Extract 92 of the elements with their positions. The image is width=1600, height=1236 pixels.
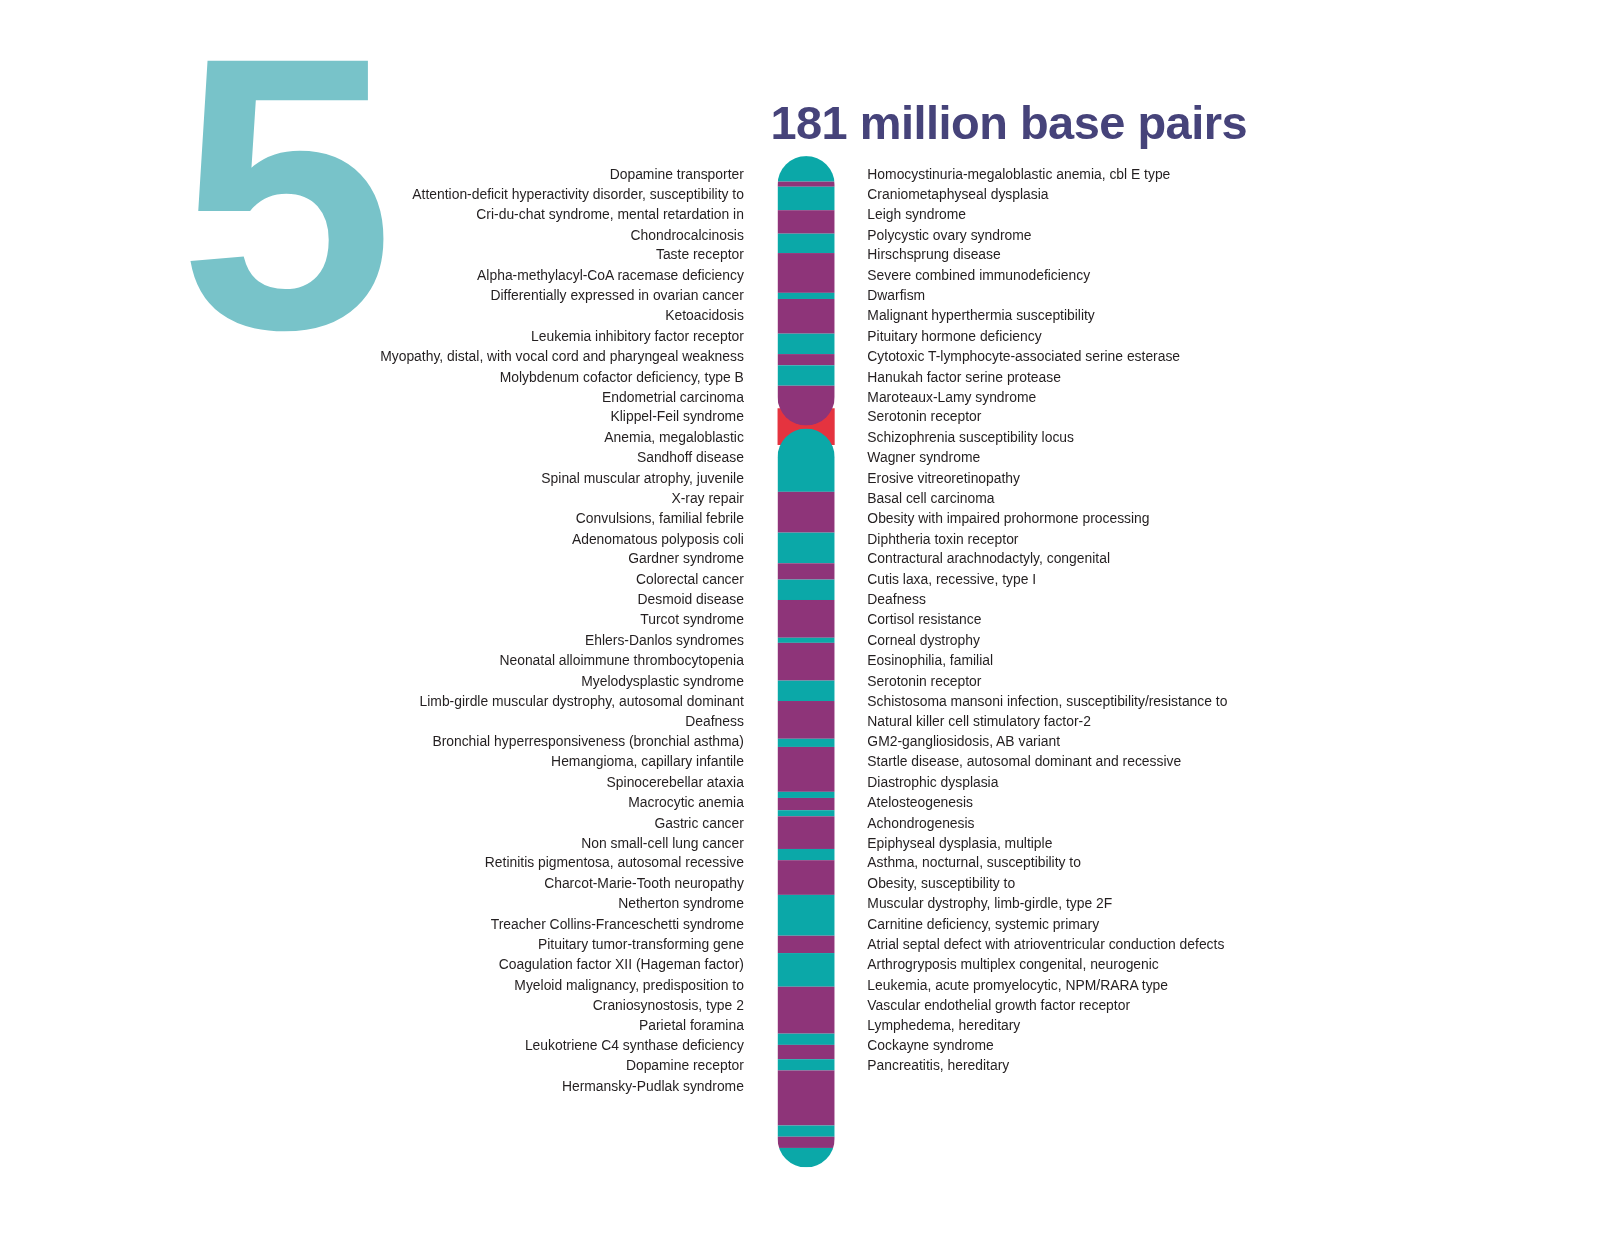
disease-label: Neonatal alloimmune thrombocytopenia (499, 651, 744, 671)
disease-label: Homocystinuria-megaloblastic anemia, cbl E type (867, 165, 1171, 184)
disease-label: Taste receptor (655, 246, 744, 265)
disease-label: Deafness (685, 712, 744, 731)
disease-label: Obesity, susceptibility to (867, 874, 1016, 894)
disease-label: Vascular endothelial growth factor receptor (867, 996, 1130, 1015)
disease-label: Ketoacidosis (665, 307, 744, 326)
disease-label: Leukotriene C4 synthase deficiency (524, 1037, 744, 1056)
disease-label: Startle disease, autosomal dominant and recessive (867, 753, 1182, 772)
disease-label: Hanukah factor serine protease (867, 368, 1061, 387)
disease-label: Anemia, megaloblastic (604, 428, 744, 448)
disease-label: Adenomatous polyposis coli (571, 530, 744, 549)
disease-label: Cockayne syndrome (867, 1037, 994, 1056)
disease-label: Limb-girdle muscular dystrophy, autosomal dominant (419, 692, 744, 711)
disease-label: Retinitis pigmentosa, autosomal recessive (484, 854, 744, 873)
disease-label: Epiphyseal dysplasia, multiple (867, 834, 1053, 853)
disease-label: Coagulation factor XII (Hageman factor) (498, 955, 744, 975)
disease-label: Muscular dystrophy, limb-girdle, type 2F (867, 895, 1113, 914)
disease-label: Netherton syndrome (618, 895, 744, 914)
disease-label: Carnitine deficiency, systemic primary (867, 915, 1100, 934)
disease-label: GM2-gangliosidosis, AB variant (867, 732, 1061, 752)
disease-label: Desmoid disease (637, 591, 744, 610)
disease-label: Schizophrenia susceptibility locus (867, 428, 1074, 448)
disease-label: Hemangioma, capillary infantile (551, 753, 744, 772)
disease-label: Ehlers-Danlos syndromes (585, 631, 744, 650)
disease-label: Contractural arachnodactyly, congenital (867, 550, 1110, 569)
disease-label: Hirschsprung disease (867, 246, 1001, 265)
disease-label: Malignant hyperthermia susceptibility (867, 307, 1095, 326)
disease-label: Alpha-methylacyl-CoA racemase deficiency (477, 266, 744, 285)
disease-label: Leukemia, acute promyelocytic, NPM/RARA type (867, 976, 1168, 995)
disease-label: Diphtheria toxin receptor (867, 530, 1019, 549)
disease-label: Parietal foramina (639, 1016, 744, 1036)
disease-label: Craniometaphyseal dysplasia (867, 185, 1049, 204)
disease-label: Dopamine transporter (609, 165, 744, 184)
disease-label: Differentially expressed in ovarian cancer (490, 286, 744, 306)
disease-label: Hermansky-Pudlak syndrome (561, 1077, 744, 1096)
disease-label: X-ray repair (671, 489, 744, 508)
disease-label: Achondrogenesis (867, 814, 975, 833)
disease-label: Leukemia inhibitory factor receptor (531, 327, 744, 346)
disease-label: Chondrocalcinosis (630, 226, 744, 245)
disease-label: Attention-deficit hyperactivity disorder, susceptibility to (412, 185, 744, 204)
disease-label: Gastric cancer (654, 814, 744, 833)
disease-label: Asthma, nocturnal, susceptibility to (867, 854, 1081, 873)
disease-label: Spinocerebellar ataxia (606, 773, 744, 792)
disease-label: Colorectal cancer (635, 570, 744, 590)
disease-label: Sandhoff disease (636, 449, 744, 468)
disease-label: Charcot-Marie-Tooth neuropathy (544, 874, 744, 894)
disease-label: Macrocytic anemia (628, 793, 744, 813)
disease-label: Endometrial carcinoma (602, 388, 744, 407)
disease-label: Convulsions, familial febrile (575, 509, 744, 529)
disease-label: Cortisol resistance (867, 611, 982, 630)
disease-label: Eosinophilia, familial (867, 651, 993, 671)
disease-label: Basal cell carcinoma (867, 489, 995, 508)
disease-label: Turcot syndrome (640, 611, 744, 630)
disease-label: Cri-du-chat syndrome, mental retardation in (476, 205, 744, 225)
disease-label: Dwarfism (867, 286, 926, 306)
disease-label: Diastrophic dysplasia (867, 773, 999, 792)
disease-label: Lymphedema, hereditary (867, 1016, 1021, 1036)
disease-label: Klippel-Feil syndrome (610, 408, 744, 427)
disease-label: Obesity with impaired prohormone processing (867, 509, 1150, 529)
disease-label: Gardner syndrome (628, 550, 744, 569)
disease-label: Pituitary hormone deficiency (867, 327, 1042, 346)
disease-label: Craniosynostosis, type 2 (592, 996, 744, 1015)
disease-label: Pituitary tumor-transforming gene (538, 935, 744, 954)
disease-label: Myelodysplastic syndrome (581, 672, 744, 691)
disease-label: Spinal muscular atrophy, juvenile (541, 469, 744, 488)
disease-label: Atrial septal defect with atrioventricular conduction defects (867, 935, 1225, 954)
disease-label: Serotonin receptor (867, 408, 982, 427)
disease-label: Myeloid malignancy, predisposition to (514, 976, 744, 995)
disease-label: Corneal dystrophy (867, 631, 980, 650)
disease-label: Bronchial hyperresponsiveness (bronchial asthma) (432, 732, 744, 752)
title: 181 million base pairs (770, 94, 1248, 150)
disease-label: Molybdenum cofactor deficiency, type B (499, 368, 744, 387)
disease-label: Erosive vitreoretinopathy (867, 469, 1020, 488)
disease-label: Maroteaux-Lamy syndrome (867, 388, 1037, 407)
disease-label: Treacher Collins-Franceschetti syndrome (490, 915, 744, 934)
disease-label: Deafness (867, 591, 926, 610)
disease-label: Cytotoxic T-lymphocyte-associated serine esterase (867, 347, 1181, 367)
disease-label: Severe combined immunodeficiency (867, 266, 1091, 285)
disease-label: Wagner syndrome (867, 449, 981, 468)
disease-label: Non small-cell lung cancer (581, 834, 744, 853)
disease-label: Serotonin receptor (867, 672, 982, 691)
disease-label: Myopathy, distal, with vocal cord and pharyngeal weakness (380, 347, 744, 367)
disease-label: Leigh syndrome (867, 205, 967, 225)
disease-label: Dopamine receptor (625, 1057, 744, 1076)
disease-label: Schistosoma mansoni infection, susceptibility/resistance to (867, 692, 1228, 711)
disease-label: Arthrogryposis multiplex congenital, neurogenic (867, 955, 1159, 975)
disease-label: Pancreatitis, hereditary (867, 1057, 1010, 1076)
disease-label: Polycystic ovary syndrome (867, 226, 1032, 245)
disease-label: Atelosteogenesis (867, 793, 973, 813)
disease-label: Cutis laxa, recessive, type I (867, 570, 1037, 590)
disease-label: Natural killer cell stimulatory factor-2 (867, 712, 1091, 731)
